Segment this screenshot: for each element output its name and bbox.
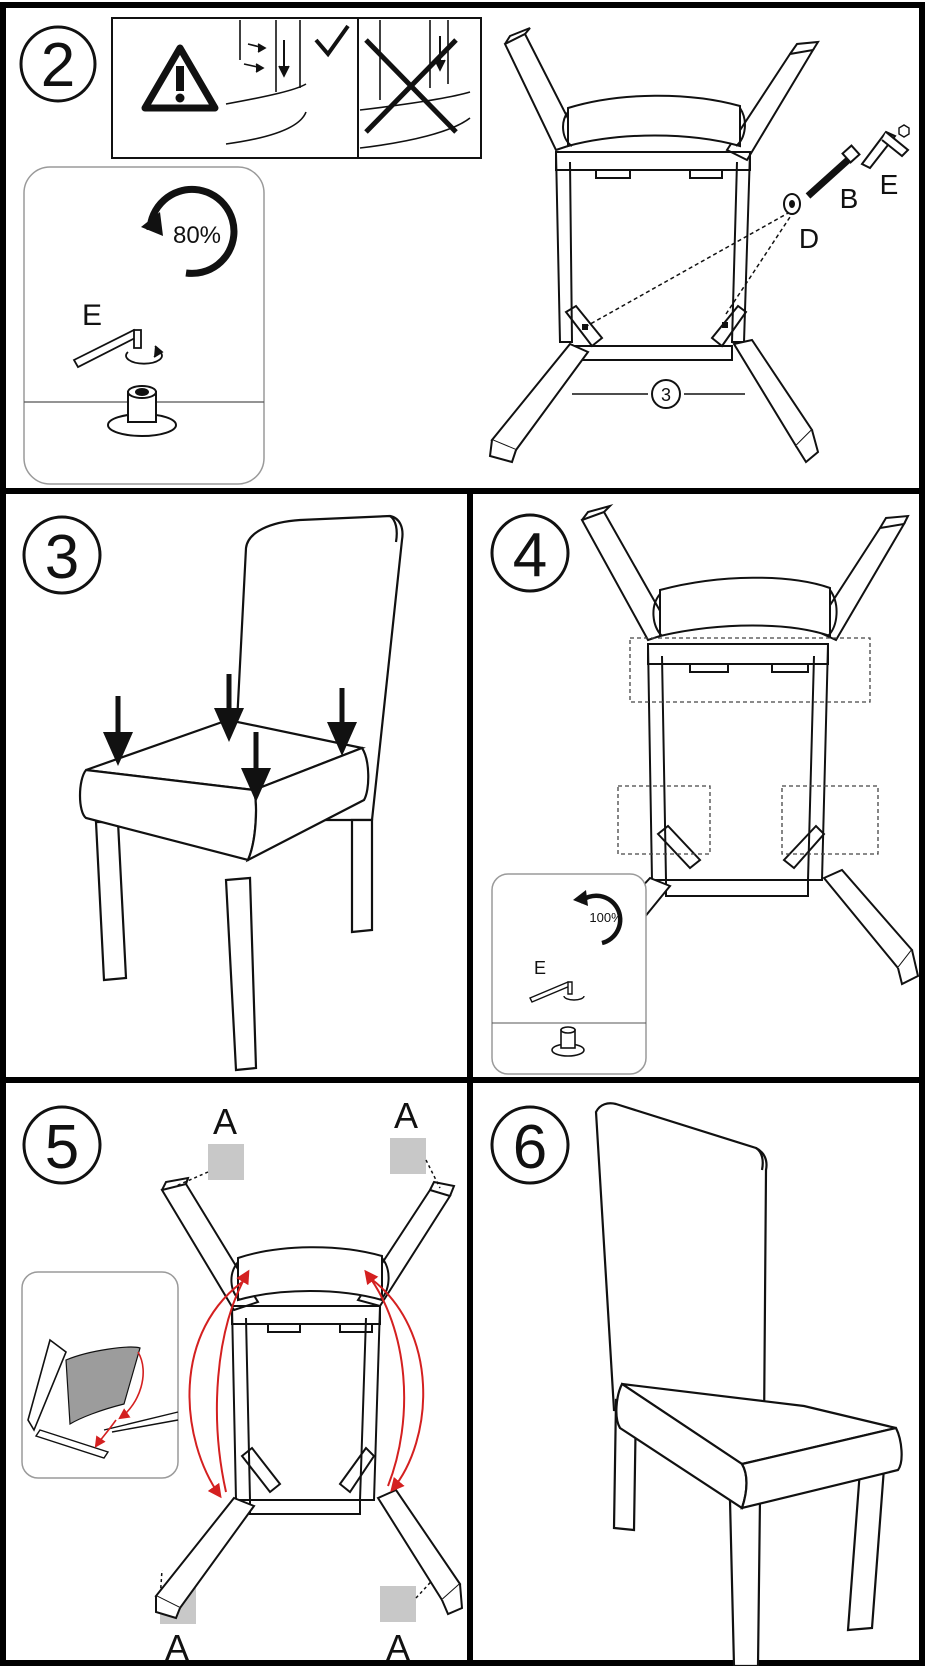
- chair-frame-underside: [154, 1176, 464, 1620]
- assembled-chair: [594, 1102, 903, 1666]
- foot-pads: A A A A: [159, 1095, 441, 1666]
- rotate-legs-red-arrows: [188, 1269, 425, 1499]
- foot-pad-a: [380, 1586, 416, 1622]
- step-5-number-badge: 5: [22, 1105, 102, 1185]
- step-5-number: 5: [45, 1113, 79, 1182]
- hex-key-label-e: E: [534, 958, 546, 978]
- hex-key-e-icon: [860, 124, 910, 170]
- chair-frame-underside: [580, 504, 920, 986]
- washer-d-icon: [783, 193, 801, 215]
- foot-pad-label: A: [386, 1627, 410, 1666]
- step-3-panel: 3: [22, 514, 404, 1072]
- rail-callout-number: 3: [661, 385, 671, 405]
- down-arrow-icon: [241, 732, 271, 802]
- focus-highlight-boxes: [617, 637, 879, 855]
- hex-key-label-e: E: [82, 299, 102, 332]
- bolt-head-icon: [107, 385, 177, 437]
- down-arrow-icon: [327, 688, 357, 756]
- step-4-number-badge: 4: [490, 513, 570, 593]
- tighten-80-inset: 80% E: [23, 166, 265, 485]
- step-4-panel: 4: [490, 504, 920, 1075]
- correct-example-illustration: [225, 20, 307, 145]
- step-6-number-badge: 6: [490, 1105, 570, 1185]
- step-2-number: 2: [41, 31, 75, 100]
- step-2-number-badge: 2: [19, 25, 97, 103]
- warning-triangle-icon: [141, 44, 219, 112]
- tighten-100-inset: 100% E: [491, 873, 647, 1075]
- step-5-panel: 5 A A A A: [21, 1095, 464, 1666]
- incorrect-example-illustration: [359, 20, 471, 149]
- insertion-guides: [584, 211, 793, 328]
- hex-key-icon: [72, 328, 164, 369]
- checkmark-icon: [314, 24, 350, 58]
- rotate-clockwise-icon: [573, 890, 623, 946]
- foot-pad-a: [390, 1138, 426, 1174]
- hex-key-icon: [529, 981, 585, 1003]
- foot-pad-label: A: [394, 1095, 418, 1136]
- part-label-b: B: [840, 183, 859, 214]
- foot-pad-label: A: [213, 1101, 237, 1142]
- tighten-percent-80: 80%: [173, 222, 221, 249]
- foot-pad-label: A: [165, 1627, 189, 1666]
- step-6-number: 6: [513, 1113, 547, 1182]
- step-3-number: 3: [45, 523, 79, 592]
- tighten-percent-100: 100%: [589, 910, 623, 925]
- part-label-d: D: [799, 223, 819, 254]
- part-label-e: E: [880, 169, 899, 200]
- down-arrow-icon: [214, 674, 244, 742]
- step-3-number-badge: 3: [22, 515, 102, 595]
- chair-seated-view: [78, 514, 404, 1072]
- step-4-number: 4: [513, 521, 547, 590]
- warning-box: [111, 17, 482, 159]
- seat-cover-detail-inset: [21, 1271, 179, 1479]
- step-6-panel: 6: [490, 1102, 903, 1666]
- foot-pad-a: [208, 1144, 244, 1180]
- chair-frame-underside: [488, 27, 820, 464]
- bolt-head-icon: [551, 1026, 585, 1057]
- step-2-panel: 2: [19, 17, 910, 485]
- press-down-arrows: [103, 674, 357, 802]
- rail-callout-3: 3: [572, 379, 745, 409]
- bolt-b-icon: [805, 144, 861, 199]
- rotate-clockwise-icon: [141, 185, 238, 277]
- down-arrow-icon: [103, 696, 133, 766]
- cross-icon: [364, 38, 458, 134]
